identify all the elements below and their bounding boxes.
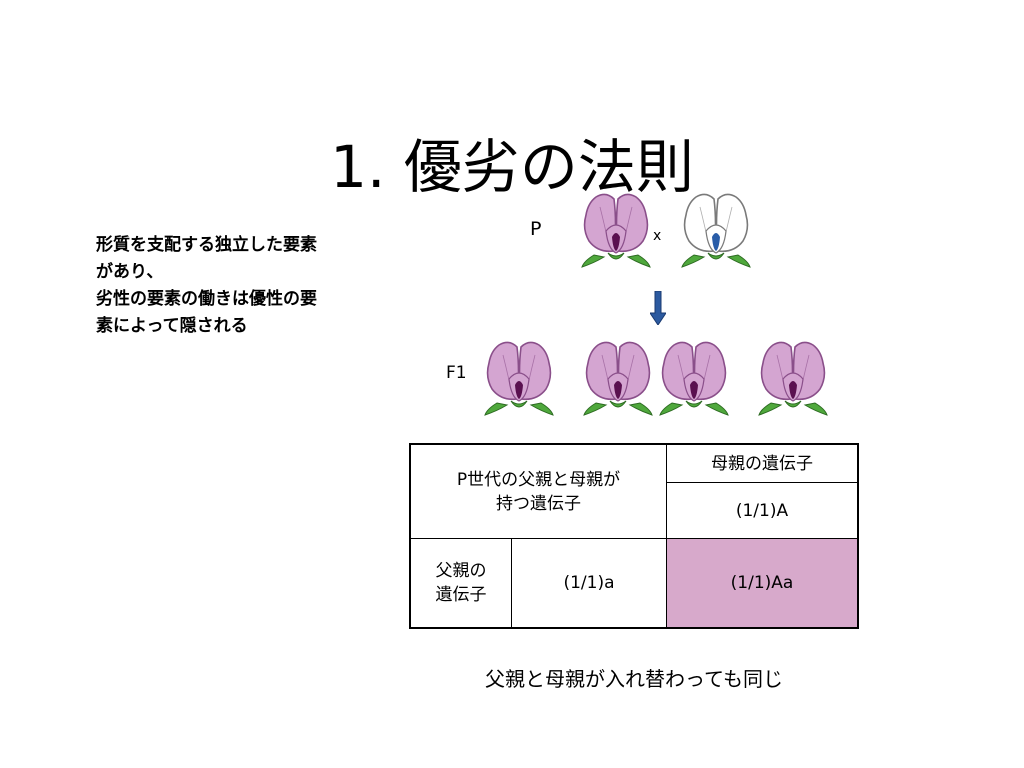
purple-flower-icon [658, 339, 730, 417]
cross-symbol: x [653, 228, 662, 244]
description-line: 劣性の要素の働きは優性の要 [96, 289, 317, 309]
purple-flower-icon [582, 339, 654, 417]
description-text: 形質を支配する独立した要素 があり、 劣性の要素の働きは優性の要 素によって隠さ… [96, 232, 406, 340]
mother-gene-label: 母親の遺伝子 [666, 443, 859, 483]
table-header-line: P世代の父親と母親が [456, 469, 621, 490]
f1-generation-label: F1 [446, 363, 467, 383]
father-allele-cell: (1/1)a [511, 538, 667, 629]
offspring-genotype-cell: (1/1)Aa [666, 538, 859, 629]
table-header-line: 持つ遺伝子 [496, 493, 581, 514]
purple-flower-icon [580, 191, 652, 269]
white-flower-icon [680, 191, 752, 269]
description-line: があり、 [96, 262, 164, 282]
father-gene-label: 父親の 遺伝子 [409, 538, 512, 629]
purple-flower-icon [483, 339, 555, 417]
parent-generation-label: P [530, 218, 542, 240]
slide-title: 1. 優劣の法則 [330, 132, 694, 201]
description-line: 形質を支配する独立した要素 [96, 235, 317, 255]
footnote-text: 父親と母親が入れ替わっても同じ [485, 667, 783, 691]
down-arrow-icon [650, 291, 666, 325]
description-line: 素によって隠される [96, 316, 248, 336]
father-gene-line: 遺伝子 [435, 585, 487, 605]
table-header-cell: P世代の父親と母親が 持つ遺伝子 [409, 443, 667, 539]
father-gene-line: 父親の [435, 561, 487, 581]
purple-flower-icon [757, 339, 829, 417]
punnett-table: P世代の父親と母親が 持つ遺伝子 母親の遺伝子 (1/1)A 父親の 遺伝子 (… [409, 443, 859, 629]
mother-allele-cell: (1/1)A [666, 482, 859, 539]
